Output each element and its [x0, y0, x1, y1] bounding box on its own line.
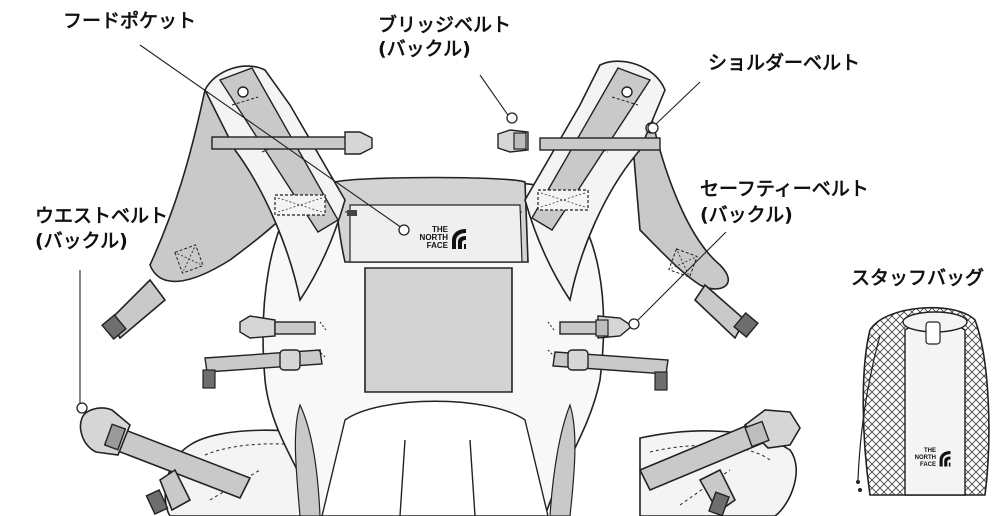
- waist-belt-marker: [76, 402, 88, 414]
- label-waist-belt: ウエストベルト: [35, 205, 169, 227]
- brand-logo-bag: THE NORTH FACE: [912, 448, 951, 469]
- bag-brand-mark-icon: [939, 451, 951, 467]
- right-side-panel: [629, 109, 759, 340]
- logo-line-3: FACE: [426, 241, 448, 250]
- label-hood-pocket: フードポケット: [63, 10, 197, 32]
- brand-logo-carrier: THE NORTH FACE: [418, 225, 466, 250]
- bridge-belt-marker: [506, 112, 518, 124]
- label-bridge-belt: ブリッジベルト: [378, 14, 512, 36]
- carrier-body: [262, 176, 605, 516]
- bag-logo-line-1: THE: [924, 448, 936, 454]
- logo-line-2: NORTH: [419, 233, 448, 242]
- bag-logo-line-3: FACE: [919, 462, 936, 468]
- logo-line-1: THE: [432, 225, 448, 234]
- waist-belt: [79, 407, 801, 516]
- leader-lines: [79, 44, 727, 405]
- label-safety-belt-buckle: (バックル): [700, 204, 793, 226]
- safety-belt-marker: [628, 318, 640, 330]
- bag-logo-line-2: NORTH: [914, 455, 936, 461]
- side-belts: [202, 315, 669, 391]
- label-safety-belt: セーフティーベルト: [700, 178, 869, 200]
- label-bridge-belt-buckle: (バックル): [378, 38, 471, 60]
- shoulder-belt-marker: [647, 122, 659, 134]
- hood-pocket-marker: [398, 224, 410, 236]
- left-shoulder-strap: [204, 65, 346, 303]
- label-waist-belt-buckle: (バックル): [35, 230, 128, 252]
- callout-markers: [76, 112, 659, 414]
- brand-mark-icon: [452, 229, 466, 249]
- label-stuff-bag: スタッフバッグ: [851, 267, 985, 289]
- label-shoulder-belt: ショルダーベルト: [708, 52, 861, 74]
